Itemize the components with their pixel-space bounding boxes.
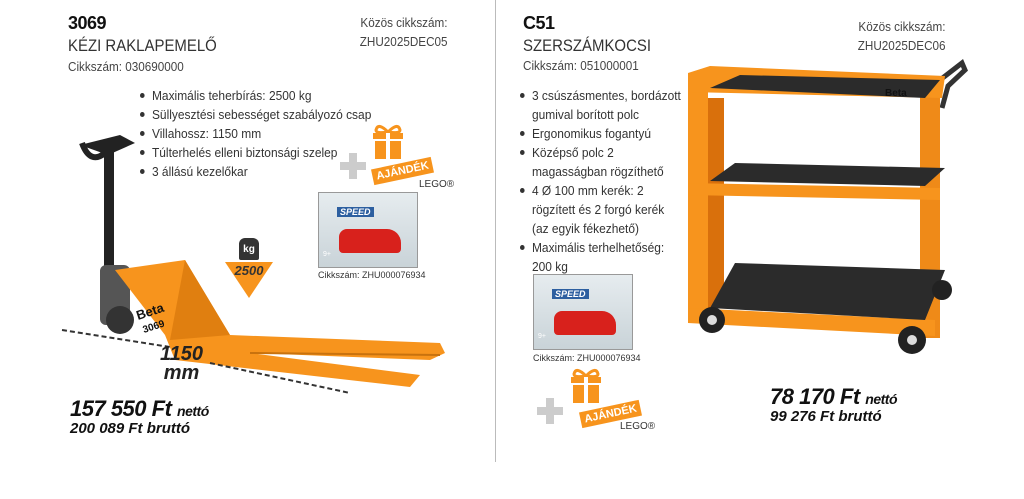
common-sku: Közös cikkszám: ZHU2025DEC05: [360, 13, 448, 51]
product-title: SZERSZÁMKOCSI: [523, 36, 652, 55]
feature-item: Középső polc 2 magasságban rögzíthető: [520, 143, 681, 181]
feature-item: Túlterhelés elleni biztonsági szelep: [140, 143, 379, 162]
gift-icon: [373, 125, 403, 159]
fork-length-unit: mm: [163, 362, 200, 384]
plus-icon: [537, 398, 563, 424]
model-mark: 3069: [142, 318, 167, 335]
pallet-truck-image: Beta 3069: [61, 135, 445, 394]
common-sku-code: ZHU2025DEC06: [858, 38, 946, 53]
fork-length-label: 1150 mm: [160, 343, 204, 384]
lego-age: 9+: [323, 251, 331, 258]
gift-brand: LEGO®: [419, 179, 455, 190]
price-gross: 200 089 Ft bruttó: [70, 420, 191, 437]
feature-list: Maximális teherbírás: 2500 kg Süllyeszté…: [140, 86, 400, 181]
price-net: 157 550 Ft nettó: [70, 396, 209, 422]
feature-item: Maximális terhelhetőség: 200 kg: [520, 238, 681, 276]
price-net-value: 78 170 Ft: [770, 384, 860, 409]
common-sku-label: Közös cikkszám:: [360, 15, 448, 30]
product-sku: Cikkszám: 030690000: [68, 59, 184, 74]
product-code: 3069: [68, 13, 107, 33]
brand-mark: Beta: [885, 88, 907, 99]
product-title: KÉZI RAKLAPEMELŐ: [68, 36, 217, 55]
gift-sku: Cikkszám: ZHU000076934: [318, 270, 426, 280]
feature-item: Ergonomikus fogantyú: [520, 124, 681, 143]
weight-capacity-icon: kg 2500: [225, 238, 273, 298]
weight-value: 2500: [225, 262, 273, 298]
feature-item: Maximális teherbírás: 2500 kg: [140, 86, 379, 105]
lego-series: SPEED: [337, 207, 374, 217]
gift-icon: [571, 369, 601, 403]
gift-brand: LEGO®: [620, 421, 656, 432]
plus-icon: [340, 153, 366, 179]
common-sku-code: ZHU2025DEC05: [360, 34, 448, 49]
feature-item: 4 Ø 100 mm kerék: 2 rögzített és 2 forgó…: [520, 181, 681, 238]
price-net: 78 170 Ft nettó: [770, 384, 898, 410]
feature-item: Villahossz: 1150 mm: [140, 124, 379, 143]
net-label: nettó: [177, 403, 209, 419]
price-net-value: 157 550 Ft: [70, 396, 172, 421]
lego-box-image: SPEED 9+: [533, 274, 633, 350]
feature-list: 3 csúszásmentes, bordázott gumival borít…: [520, 86, 695, 276]
page-divider: [495, 0, 496, 462]
price-gross: 99 276 Ft bruttó: [770, 408, 882, 425]
lego-series: SPEED: [552, 289, 589, 299]
gift-sku: Cikkszám: ZHU000076934: [533, 353, 641, 363]
product-sku: Cikkszám: 051000001: [523, 58, 639, 73]
lego-box-image: SPEED 9+: [318, 192, 418, 268]
product-code: C51: [523, 13, 555, 33]
feature-item: Süllyesztési sebességet szabályozó csap: [140, 105, 379, 124]
weight-icon: kg: [239, 238, 259, 260]
common-sku-label: Közös cikkszám:: [858, 19, 946, 34]
lego-age: 9+: [538, 333, 546, 340]
feature-item: 3 állású kezelőkar: [140, 162, 379, 181]
common-sku: Közös cikkszám: ZHU2025DEC06: [858, 17, 946, 55]
fork-length-value: 1150: [160, 343, 204, 365]
net-label: nettó: [865, 391, 898, 407]
feature-item: 3 csúszásmentes, bordázott gumival borít…: [520, 86, 681, 124]
tool-cart-image: Beta: [688, 59, 968, 354]
